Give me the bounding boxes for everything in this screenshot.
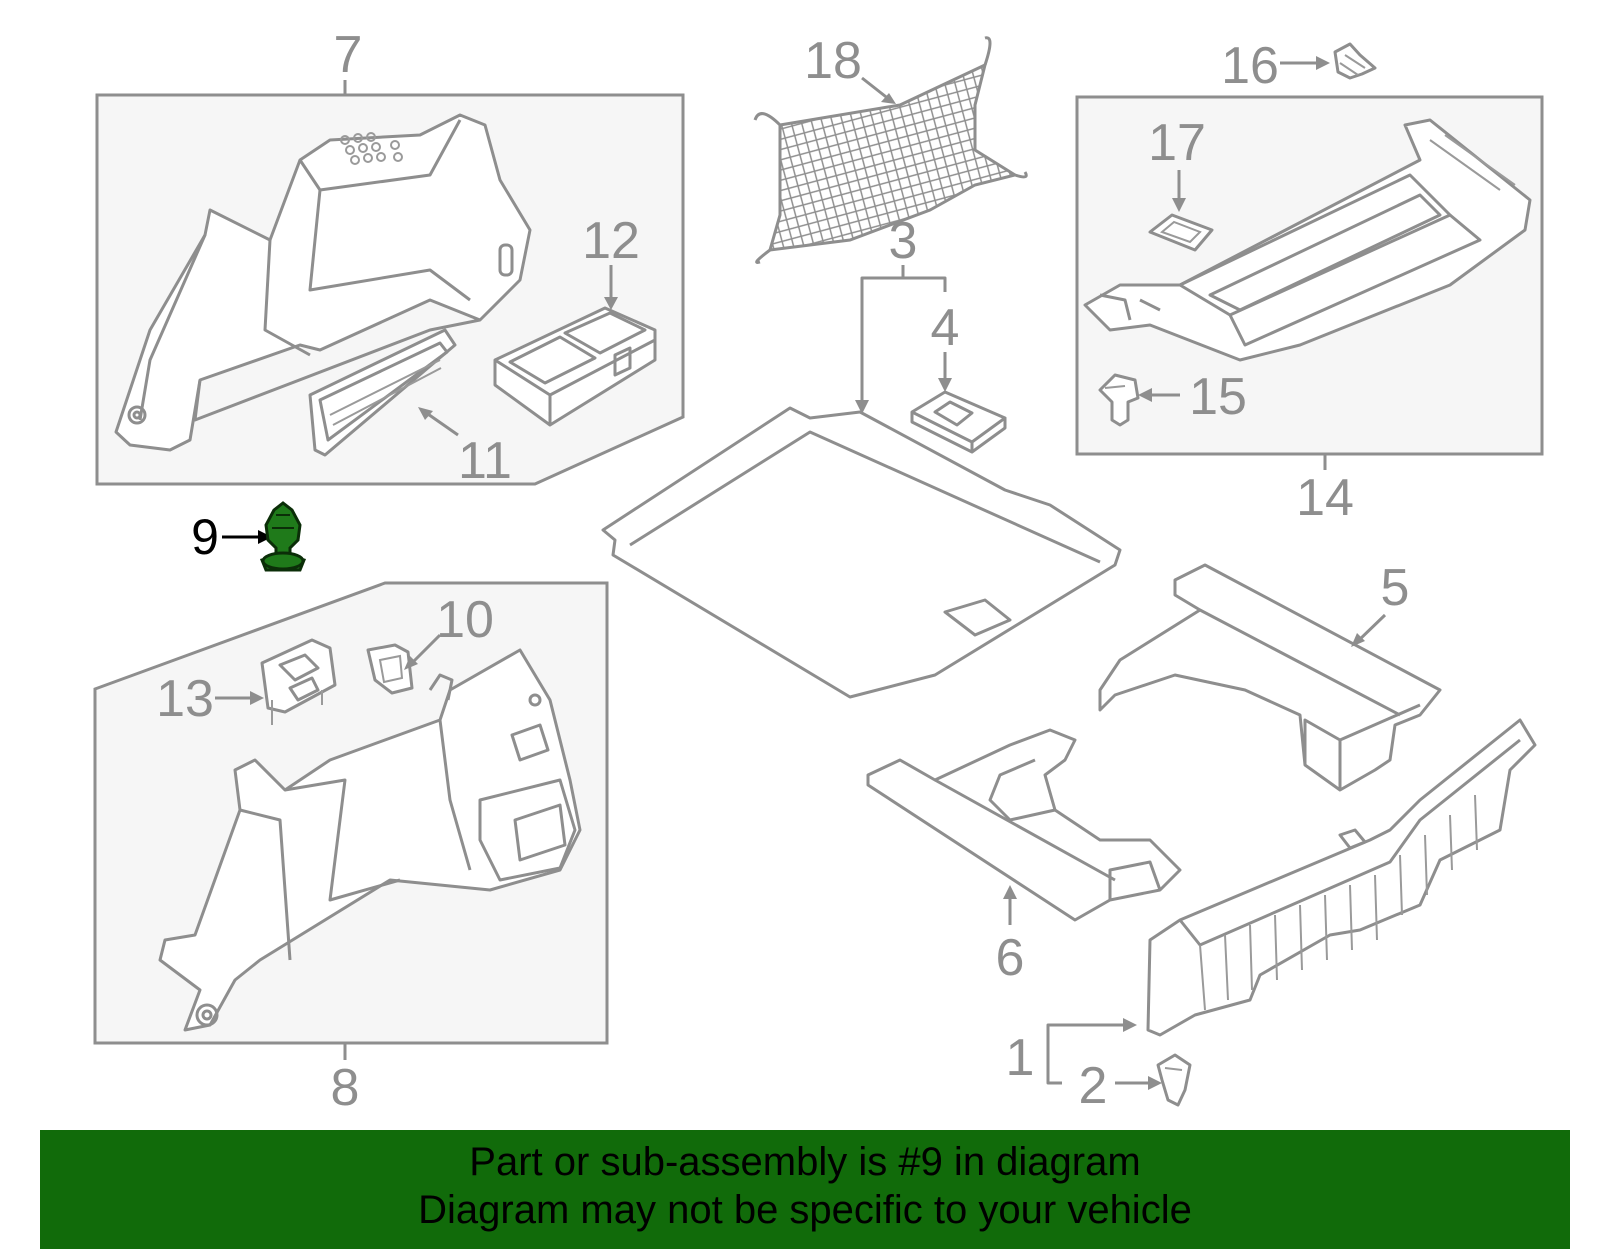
callout-5: 5 bbox=[1381, 559, 1410, 617]
callout-18: 18 bbox=[804, 32, 862, 90]
callout-16: 16 bbox=[1221, 37, 1279, 95]
part-18-cargo-net bbox=[753, 36, 1028, 264]
part-4 bbox=[910, 390, 1007, 454]
callout-9: 9 bbox=[191, 509, 219, 565]
part-11 bbox=[308, 328, 457, 457]
callout-14: 14 bbox=[1296, 469, 1354, 527]
part-9-highlighted: 9 bbox=[191, 501, 307, 572]
callout-7: 7 bbox=[334, 26, 363, 84]
part-15 bbox=[1098, 373, 1140, 427]
part-13 bbox=[260, 638, 337, 725]
part-1-sill-trim bbox=[1146, 718, 1537, 1037]
callout-3-bracket: 3 bbox=[855, 212, 947, 414]
info-banner: Part or sub-assembly is #9 in diagram Di… bbox=[40, 1130, 1570, 1249]
callout-8: 8 bbox=[331, 1059, 360, 1117]
part-12 bbox=[493, 306, 657, 427]
part-5 bbox=[1098, 563, 1442, 792]
panel-8: 8 13 10 bbox=[93, 581, 609, 1117]
part-6 bbox=[866, 728, 1182, 922]
callout-6: 6 bbox=[996, 929, 1025, 987]
callout-13: 13 bbox=[156, 670, 214, 728]
callout-1: 1 bbox=[1006, 1029, 1035, 1087]
callout-17: 17 bbox=[1148, 114, 1206, 172]
part-10 bbox=[366, 643, 414, 695]
callout-11: 11 bbox=[458, 432, 512, 490]
banner-line-1: Part or sub-assembly is #9 in diagram bbox=[469, 1140, 1141, 1184]
callout-4: 4 bbox=[931, 299, 960, 357]
part-3-floor-mat bbox=[601, 406, 1122, 699]
callout-3: 3 bbox=[889, 212, 918, 270]
part-7-quarter-trim bbox=[114, 113, 532, 452]
banner-line-2: Diagram may not be specific to your vehi… bbox=[418, 1188, 1192, 1232]
parts-diagram: 7 11 bbox=[93, 26, 1544, 1117]
callout-12: 12 bbox=[582, 212, 640, 270]
part-2: 2 bbox=[1079, 1053, 1192, 1115]
part-16: 16 bbox=[1221, 37, 1377, 95]
panel-14: 14 17 15 bbox=[1075, 95, 1544, 527]
panel-7: 7 11 bbox=[95, 26, 685, 490]
callout-15: 15 bbox=[1189, 368, 1247, 426]
callout-10: 10 bbox=[436, 591, 494, 649]
part-17 bbox=[1148, 213, 1214, 252]
part-8-quarter-trim bbox=[158, 648, 582, 1032]
part-14-parcel-shelf bbox=[1083, 118, 1532, 362]
callout-2: 2 bbox=[1079, 1057, 1108, 1115]
callout-1-bracket: 1 bbox=[1006, 1018, 1137, 1087]
